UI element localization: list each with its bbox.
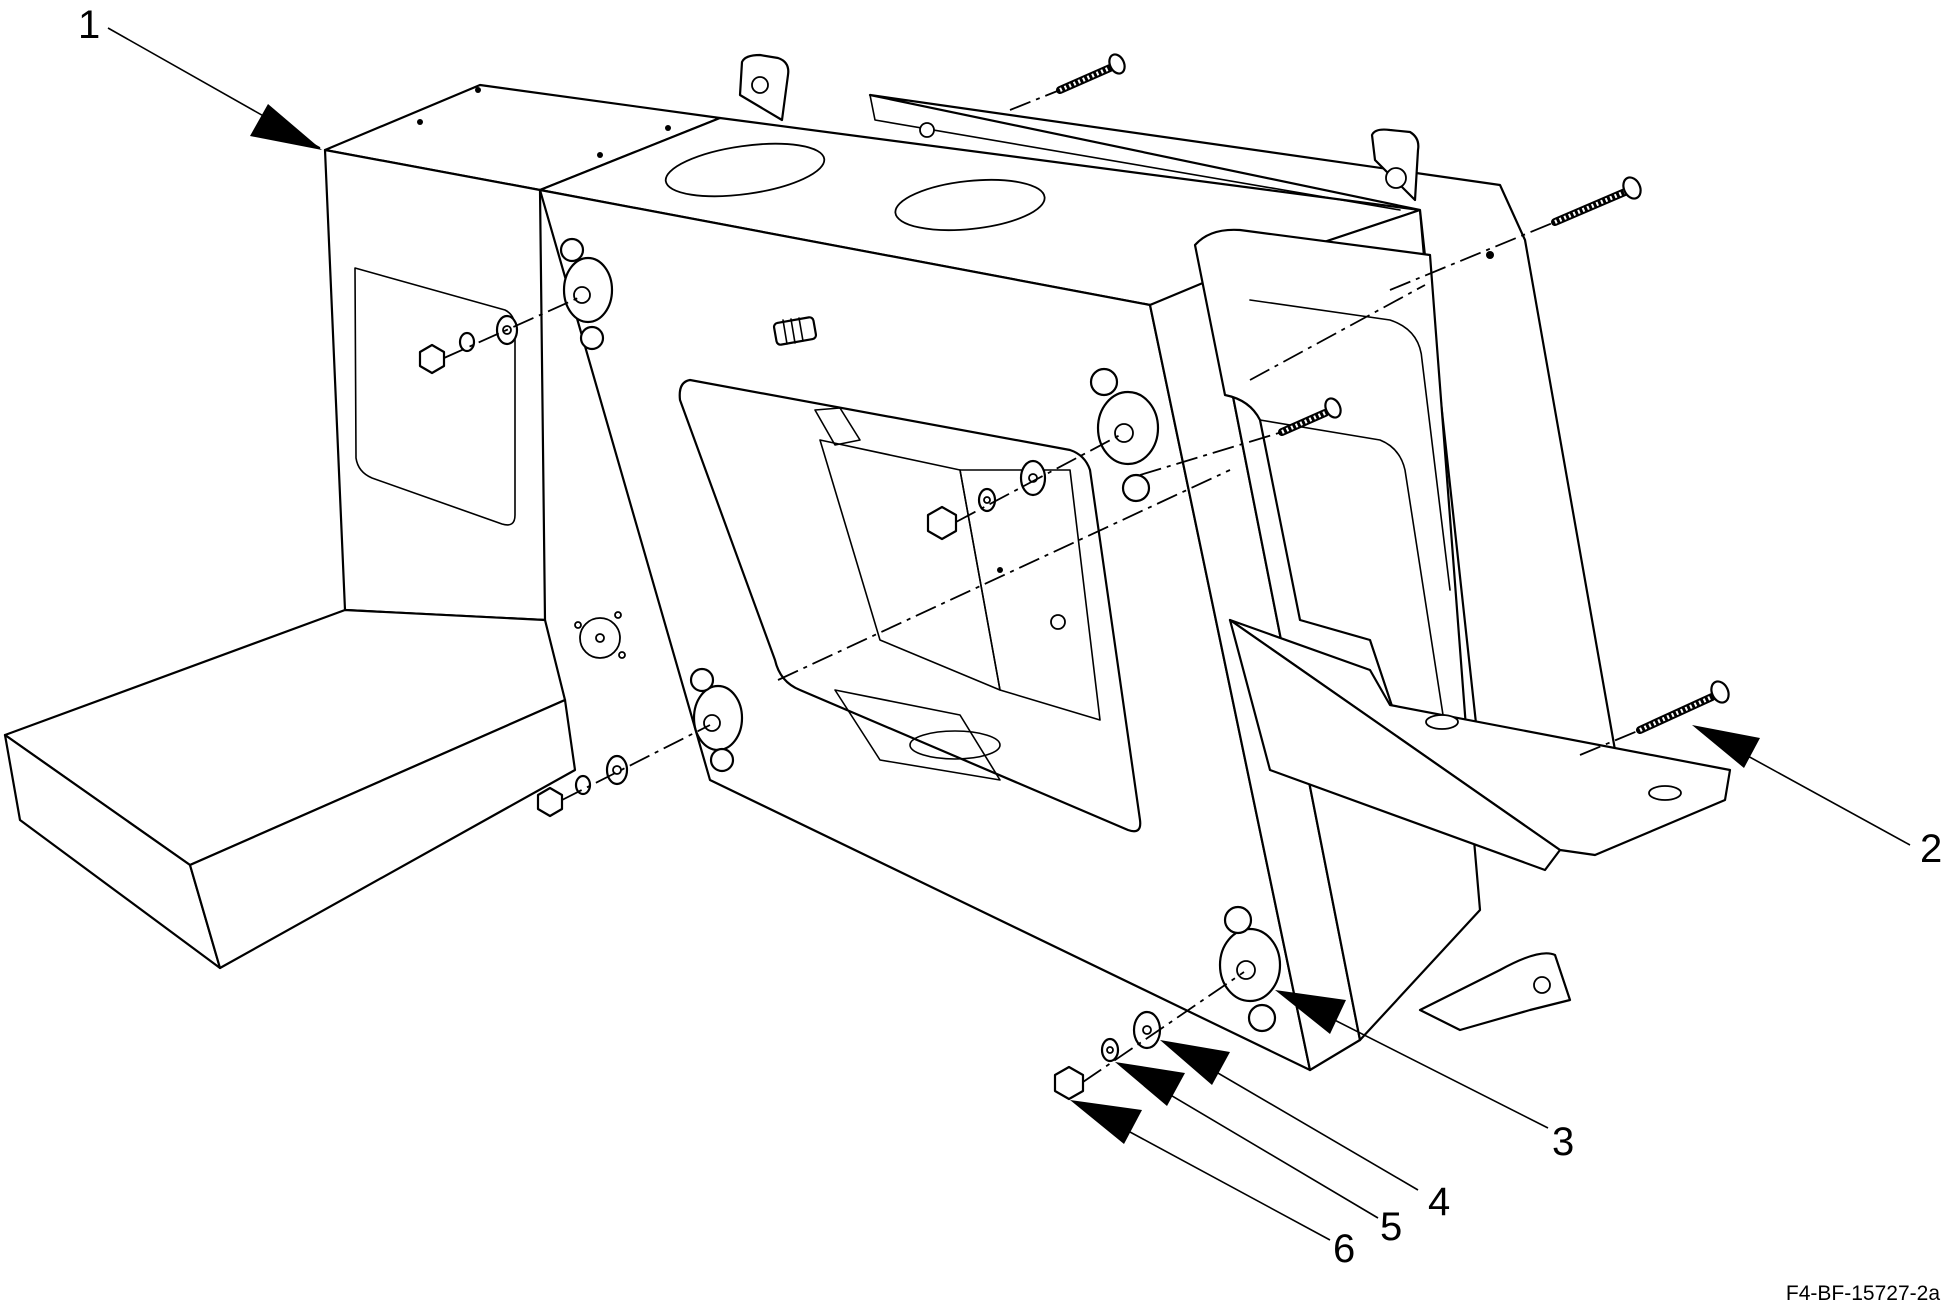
callout-6: 6: [1333, 1227, 1355, 1271]
callout-arrow-4: [1160, 1040, 1230, 1085]
callout-1: 1: [78, 3, 100, 47]
screw-right-lower: [1636, 680, 1730, 734]
callout-arrow-2: [1692, 725, 1760, 768]
screws: [1056, 53, 1730, 734]
main-frame: [538, 53, 1732, 1072]
screw-middle: [1278, 397, 1342, 436]
callout-arrow-3: [1275, 990, 1346, 1034]
callout-2: 2: [1920, 827, 1942, 871]
callout-arrow-1: [250, 104, 322, 150]
hardware-stack-lower-left: [536, 754, 629, 818]
nut-6: [1053, 1065, 1085, 1101]
callout-arrow-6: [1070, 1100, 1142, 1144]
assembly-centerlines: [443, 89, 1641, 1083]
hardware-stack-lower-right: [1053, 1010, 1162, 1101]
callout-3: 3: [1552, 1120, 1574, 1164]
callout-leaders: [107, 27, 1911, 1241]
callout-4: 4: [1428, 1180, 1450, 1224]
left-housing: [3, 83, 722, 970]
side-grommet: [574, 611, 626, 659]
callout-labels: 1 2 3 4 5 6: [78, 3, 1942, 1271]
figure-code: F4-BF-15727-2a: [1786, 1282, 1940, 1305]
callout-5: 5: [1380, 1205, 1402, 1249]
isolator-mounts: [559, 237, 1282, 1033]
callout-arrow-5: [1115, 1062, 1185, 1106]
screw-top: [1056, 53, 1126, 94]
screw-right-upper: [1551, 176, 1642, 226]
